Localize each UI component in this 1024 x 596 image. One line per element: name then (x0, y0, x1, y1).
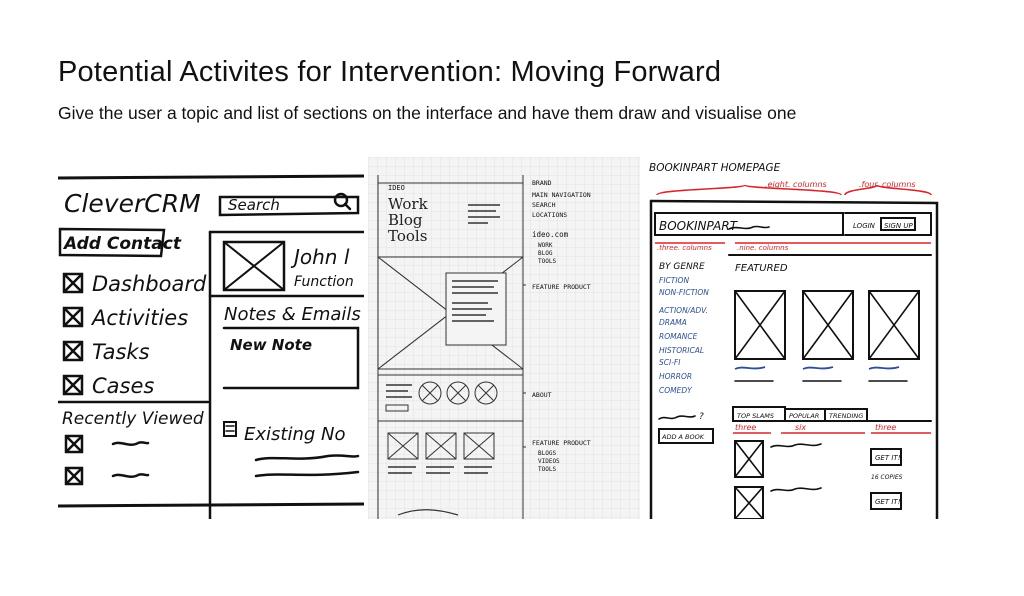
crm-wireframe-sketch: CleverCRM Search Add Contact Dashboard A… (58, 170, 364, 519)
book-grid-annotation: .four. columns (859, 180, 916, 189)
ideo-annotation: BLOGS (538, 450, 556, 457)
ideo-annotation: WORK (538, 242, 553, 249)
book-grid-annotation: three (875, 423, 896, 432)
ideo-logo: IDEO (388, 184, 405, 192)
crm-nav-item: Tasks (92, 340, 150, 364)
book-genre-item: HISTORICAL (659, 346, 704, 355)
book-grid-annotation: .eight. columns (765, 180, 827, 189)
ideo-annotation: SEARCH (532, 201, 556, 209)
ideo-menu-item: Blog (388, 211, 423, 229)
book-featured-heading: FEATURED (735, 263, 788, 274)
crm-nav-item: Dashboard (92, 272, 207, 296)
crm-nav-item: Cases (92, 374, 154, 398)
crm-logo: CleverCRM (64, 189, 201, 218)
book-grid-annotation: .nine. columns (737, 244, 789, 252)
book-genre-item: SCI-FI (659, 358, 681, 367)
slide-title: Potential Activites for Intervention: Mo… (58, 56, 722, 88)
ideo-annotation: ideo.com (532, 230, 569, 239)
book-genre-item: FICTION (659, 276, 689, 285)
book-add-book-button: ADD A BOOK (661, 433, 705, 441)
ideo-menu-item: Tools (388, 227, 427, 245)
ideo-annotation: FEATURE PRODUCT (532, 283, 591, 291)
book-grid-annotation: three (735, 423, 756, 432)
ideo-annotation: TOOLS (538, 466, 556, 473)
crm-add-contact-button: Add Contact (62, 234, 182, 254)
book-tab: TRENDING (829, 412, 863, 420)
ideo-annotation: LOCATIONS (532, 211, 567, 219)
book-signup-button: SIGN UP (884, 222, 914, 230)
ideo-annotation: ABOUT (532, 391, 552, 399)
crm-search-input: Search (228, 196, 280, 214)
book-tab: POPULAR (789, 412, 819, 420)
bookinpart-wireframe-sketch: BOOKINPART HOMEPAGE .eight. columns .fou… (645, 157, 941, 519)
book-question-mark: ? (699, 412, 704, 422)
book-grid-annotation: six (795, 423, 806, 432)
crm-contact-name: John l (290, 245, 350, 269)
ideo-annotation: FEATURE PRODUCT (532, 439, 591, 447)
book-genre-item: ACTION/ADV. (658, 306, 708, 315)
book-get-it-button: GET IT! (875, 498, 901, 506)
ideo-annotation: VIDEOS (538, 458, 560, 465)
ideo-menu-item: Work (388, 195, 429, 213)
book-genre-item: DRAMA (659, 318, 687, 327)
book-logo: BOOKINPART (659, 219, 739, 233)
book-get-it-button: GET IT! (875, 454, 901, 462)
book-page-title: BOOKINPART HOMEPAGE (649, 162, 781, 174)
crm-existing-notes: Existing No (244, 424, 346, 445)
book-copies-count: 16 COPIES (871, 474, 903, 481)
crm-contact-function: Function (294, 274, 354, 290)
book-tab: TOP SLAMS (737, 412, 774, 420)
ideo-annotation: BLOG (538, 250, 553, 257)
book-grid-annotation: .three. columns (657, 244, 712, 252)
slide-subtitle: Give the user a topic and list of sectio… (58, 103, 797, 123)
ideo-wireframe-sketch: IDEO Work Blog Tools BRAND MAIN NAVIGATI… (368, 157, 640, 519)
crm-notes-heading: Notes & Emails (224, 304, 361, 325)
ideo-annotation: BRAND (532, 179, 552, 187)
ideo-annotation: TOOLS (538, 258, 556, 265)
book-genre-item: HORROR (659, 372, 692, 381)
book-login-link: LOGIN (853, 222, 876, 230)
book-genre-item: NON-FICTION (659, 288, 709, 297)
crm-new-note-field: New Note (230, 336, 312, 354)
crm-nav-item: Activities (90, 306, 188, 330)
crm-recently-viewed-label: Recently Viewed (62, 409, 204, 429)
ideo-annotation: MAIN NAVIGATION (532, 191, 591, 199)
book-genre-heading: BY GENRE (659, 262, 705, 272)
book-genre-item: COMEDY (659, 386, 693, 395)
book-genre-item: ROMANCE (659, 332, 698, 341)
